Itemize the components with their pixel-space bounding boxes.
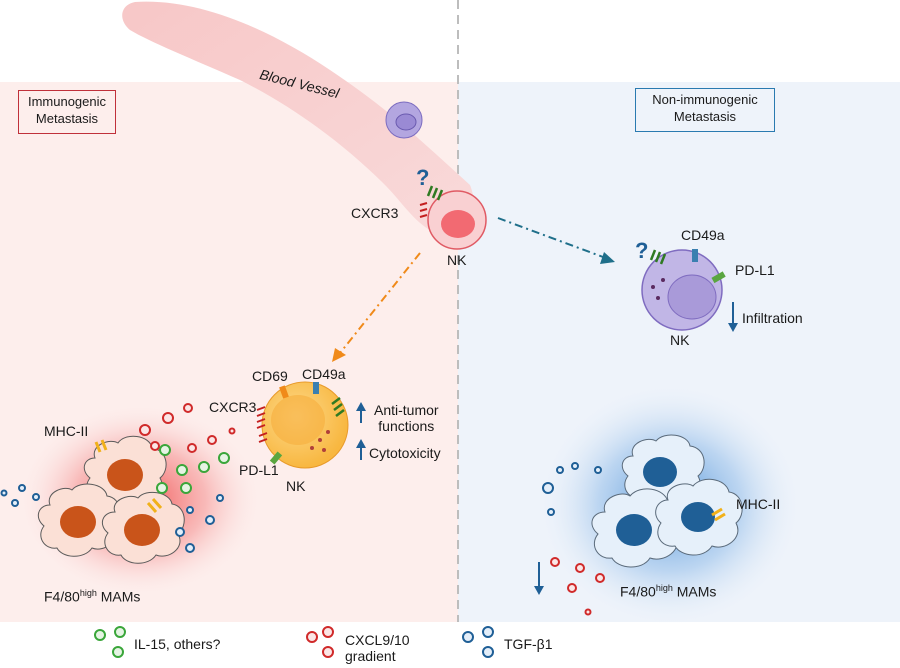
- top-nk-cxcr3-receptor: [419, 202, 428, 218]
- cd49a-label-left: CD49a: [302, 366, 346, 382]
- infiltration-label: Infiltration: [742, 310, 803, 326]
- cd49a-label-right: CD49a: [681, 227, 725, 243]
- right-mams-cluster: [591, 434, 743, 568]
- active-nk-cxcr3-receptors: [256, 406, 268, 443]
- legend-il15-symbol: [94, 626, 126, 658]
- pd-l1-label-left: PD-L1: [239, 462, 279, 478]
- active-nk-cell: [261, 381, 349, 469]
- legend-cxcl-label: CXCL9/10 gradient: [345, 632, 410, 664]
- up-arrow-antitumor: [356, 402, 366, 423]
- antitumor-label: Anti-tumor functions: [374, 402, 439, 434]
- cd49a-receptor-right: [692, 249, 698, 262]
- top-nk-label: NK: [447, 252, 467, 268]
- right-nk-question: ?: [635, 238, 649, 263]
- legend-tgf-symbol: [462, 626, 494, 658]
- up-arrow-cytotoxicity: [356, 439, 366, 460]
- immunogenic-title: Immunogenic Metastasis: [18, 90, 116, 134]
- cytotoxicity-label: Cytotoxicity: [369, 445, 441, 461]
- pd-l1-label-right: PD-L1: [735, 262, 775, 278]
- left-mams-label: F4/80high MAMs: [44, 588, 141, 605]
- non-immunogenic-title: Non-immunogenic Metastasis: [635, 88, 775, 132]
- arrow-to-nonimmunogenic: [497, 217, 604, 258]
- arrowhead-orange: [332, 348, 346, 362]
- cxcl-dots: [139, 403, 605, 616]
- top-nk-green-receptor: [426, 185, 444, 201]
- arrow-to-immunogenic: [339, 252, 421, 354]
- top-nk-cell: [427, 190, 487, 250]
- inactive-nk-green-receptor: [649, 249, 667, 265]
- top-nk-question: ?: [416, 165, 430, 190]
- legend-tgf-label: TGF-β1: [504, 636, 553, 652]
- blood-vessel: [122, 1, 474, 236]
- down-arrow-cxcl: [534, 562, 544, 595]
- right-mams-label: F4/80high MAMs: [620, 583, 717, 600]
- legend-cxcl-symbol: [306, 626, 334, 658]
- cd49a-receptor: [313, 382, 319, 394]
- mhc-ii-label-right: MHC-II: [736, 496, 781, 512]
- inactive-nk-cell: [641, 249, 723, 331]
- left-mams-cluster: [37, 435, 185, 564]
- cd69-receptor: [279, 385, 289, 399]
- tgf-dots: [0, 462, 602, 553]
- arrowhead-teal: [600, 252, 615, 264]
- active-nk-label: NK: [286, 478, 306, 494]
- active-nk-green-receptor: [331, 397, 345, 417]
- pd-l1-receptor-left: [269, 451, 283, 465]
- down-arrow-infiltration: [728, 302, 738, 332]
- cd69-label: CD69: [252, 368, 288, 384]
- cxcr3-label-left: CXCR3: [209, 399, 257, 415]
- legend-il15-label: IL-15, others?: [134, 636, 221, 652]
- top-nk-cxcr3-label: CXCR3: [351, 205, 399, 221]
- inactive-nk-label: NK: [670, 332, 690, 348]
- il15-dots: [156, 444, 230, 494]
- mhc-ii-label-left: MHC-II: [44, 423, 89, 439]
- pd-l1-receptor-right: [711, 271, 726, 284]
- vessel-cell: [385, 101, 423, 139]
